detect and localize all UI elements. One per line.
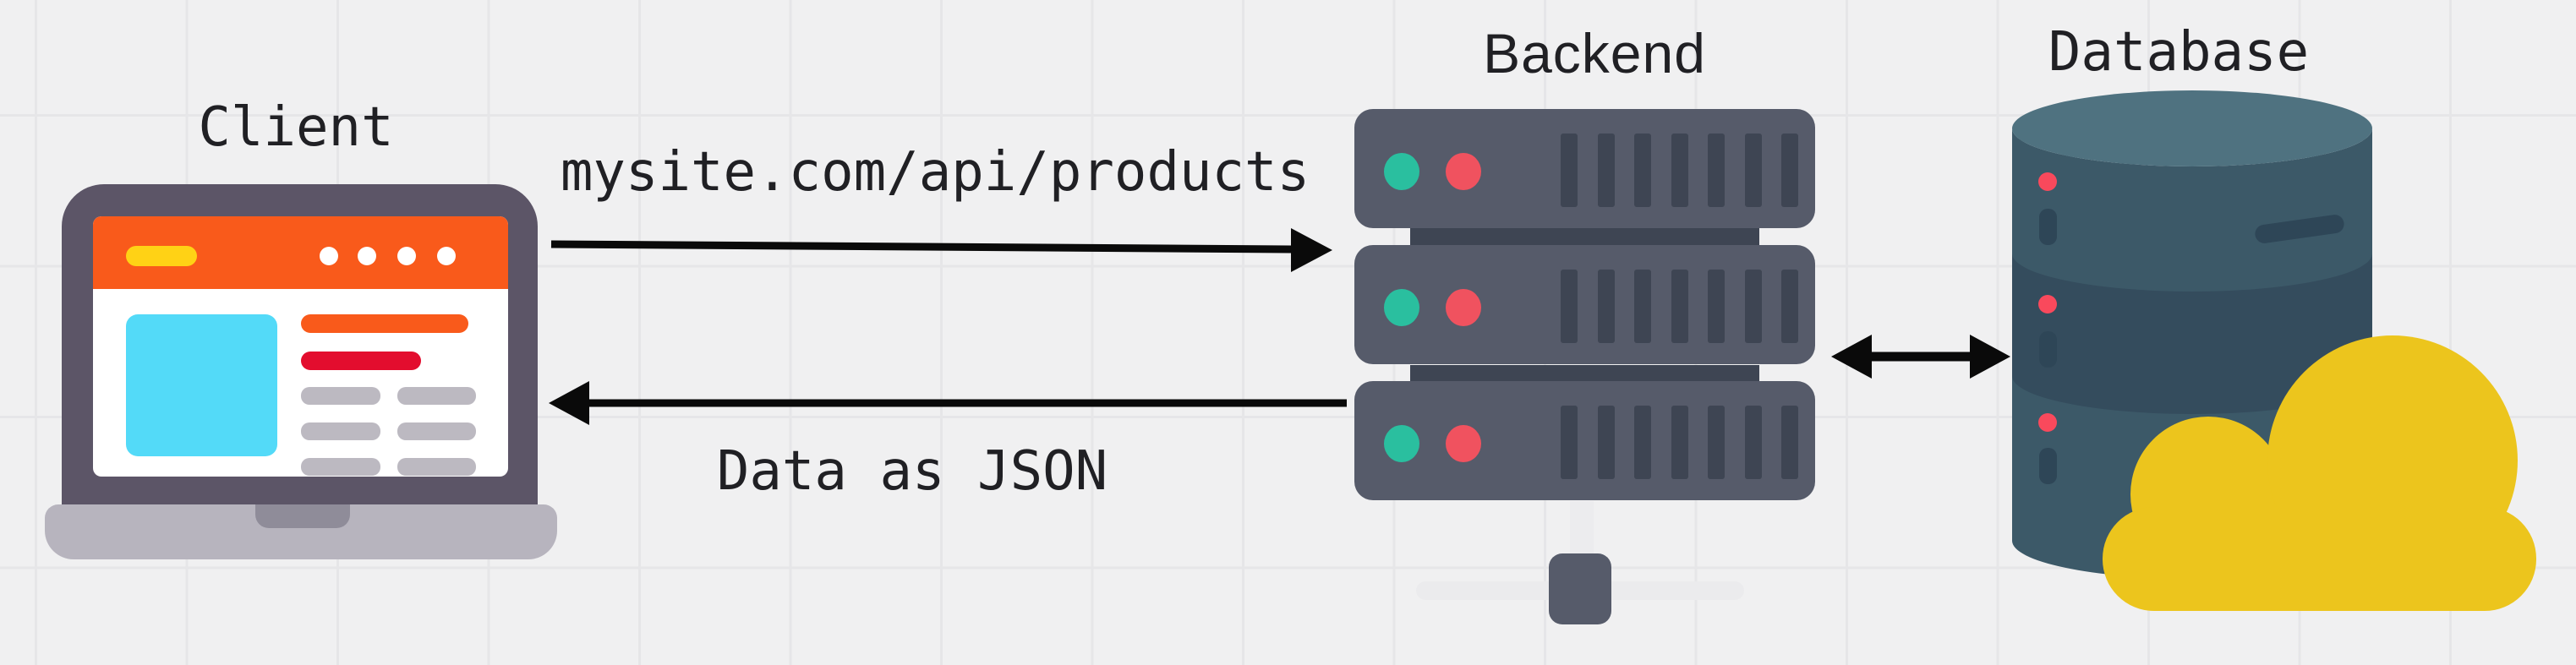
browser-text-line <box>397 458 476 476</box>
browser-header-dot <box>358 247 376 265</box>
cloud-base <box>2103 507 2536 611</box>
server-led-red-icon <box>1446 289 1481 326</box>
database-dash <box>2255 215 2344 243</box>
server-foot <box>1549 553 1611 624</box>
server-vent-slat <box>1671 406 1688 479</box>
browser-header-dot <box>397 247 416 265</box>
database-led <box>2038 172 2057 191</box>
server-vent-slat <box>1708 134 1725 207</box>
browser-text-line <box>397 387 476 405</box>
database-slot <box>2039 331 2057 368</box>
cloud-icon <box>2103 335 2536 611</box>
browser-header-dot <box>320 247 338 265</box>
server-vent-slat <box>1634 270 1651 343</box>
server-vent-slat <box>1781 270 1798 343</box>
server-unit <box>1354 381 1815 500</box>
server-vents <box>1561 134 1798 207</box>
server-vents <box>1561 406 1798 479</box>
arrowhead-left-icon <box>1831 335 1872 379</box>
server-vent-slat <box>1708 270 1725 343</box>
cloud-left-bump <box>2130 417 2286 572</box>
server-vent-slat <box>1671 134 1688 207</box>
backend-database-arrow <box>1831 335 2010 379</box>
server-vent-slat <box>1597 406 1615 479</box>
browser-image-placeholder <box>126 314 277 456</box>
arrowhead-left-icon <box>549 381 589 425</box>
browser-text-line <box>301 458 380 476</box>
browser-text-line <box>301 422 380 440</box>
response-arrow <box>549 381 1347 425</box>
database-slot <box>2039 209 2057 245</box>
cloud-right-bump <box>2267 335 2518 586</box>
database-cylinder-body <box>2012 128 2372 579</box>
server-connector <box>1410 228 1759 247</box>
request-arrow-label: mysite.com/api/products <box>560 141 1310 204</box>
browser-address-pill <box>126 246 197 266</box>
arrowhead-right-icon <box>1970 335 2010 379</box>
server-vent-slat <box>1708 406 1725 479</box>
server-vent-slat <box>1597 270 1615 343</box>
browser-text-line <box>397 422 476 440</box>
browser-header-dot <box>437 247 456 265</box>
browser-heading-bar <box>301 314 468 333</box>
server-vent-slat <box>1634 406 1651 479</box>
database-top-lid <box>2012 90 2372 166</box>
server-vent-slat <box>1634 134 1651 207</box>
browser-window <box>93 216 508 477</box>
backend-label: Backend <box>1483 22 1706 84</box>
server-vent-slat <box>1744 134 1762 207</box>
database-led <box>2038 295 2057 313</box>
browser-subheading-bar <box>301 352 421 370</box>
server-led-green-icon <box>1384 153 1419 190</box>
request-arrow <box>550 228 1332 272</box>
server-vents <box>1561 270 1798 343</box>
server-vent-slat <box>1744 270 1762 343</box>
client-label: Client <box>198 96 394 159</box>
server-vent-slat <box>1781 406 1798 479</box>
laptop-notch <box>255 504 350 528</box>
browser-text-line <box>301 387 380 405</box>
server-unit <box>1354 245 1815 364</box>
arrowhead-right-icon <box>1291 228 1332 272</box>
server-vent-slat <box>1671 270 1688 343</box>
database-slot <box>2039 448 2057 484</box>
server-vent-slat <box>1744 406 1762 479</box>
database-label: Database <box>2048 21 2310 84</box>
server-stand <box>1570 501 1594 555</box>
server-connector <box>1410 365 1759 384</box>
server-led-green-icon <box>1384 289 1419 326</box>
server-led-red-icon <box>1446 425 1481 462</box>
server-vent-slat <box>1597 134 1615 207</box>
server-vent-slat <box>1561 406 1578 479</box>
database-led <box>2038 413 2057 432</box>
response-arrow-label: Data as JSON <box>716 440 1108 503</box>
server-vent-slat <box>1561 134 1578 207</box>
database-icon <box>2012 90 2372 579</box>
server-vent-slat <box>1781 134 1798 207</box>
server-vent-slat <box>1561 270 1578 343</box>
server-led-green-icon <box>1384 425 1419 462</box>
browser-header <box>93 216 508 289</box>
server-led-red-icon <box>1446 153 1481 190</box>
database-middle-band <box>2012 253 2372 414</box>
server-icon <box>1354 109 1815 665</box>
server-unit <box>1354 109 1815 228</box>
